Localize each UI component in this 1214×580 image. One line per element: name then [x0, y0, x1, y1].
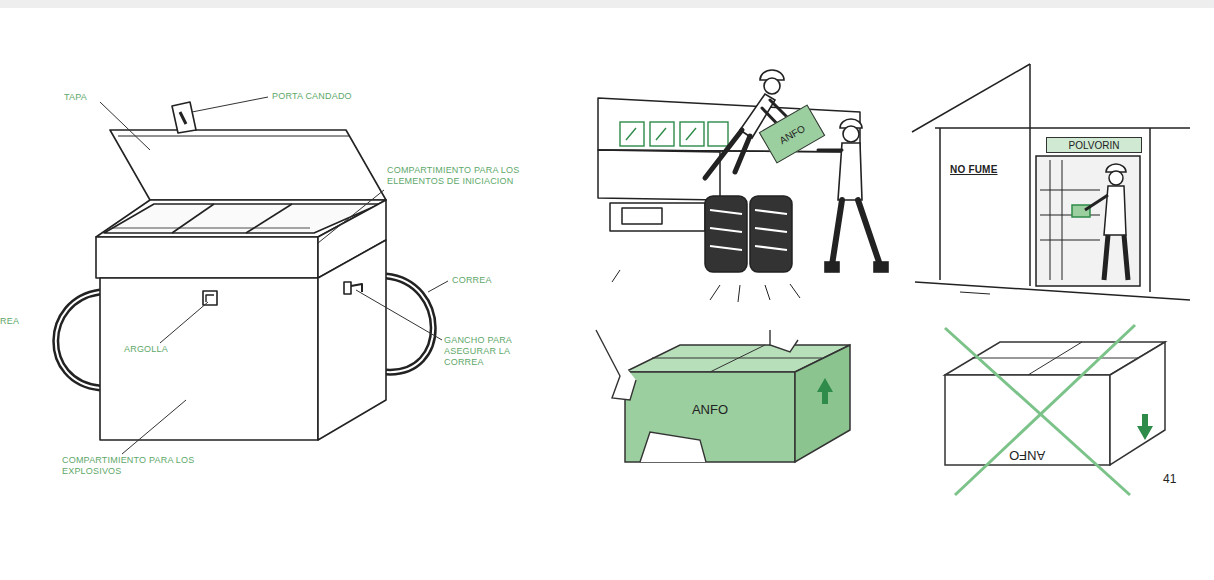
part-label: ARGOLLA — [124, 344, 204, 355]
leader-lines — [100, 97, 448, 454]
correct-box — [596, 330, 850, 462]
part-label: PORTA CANDADO — [272, 91, 402, 102]
box-face: ANFO — [945, 375, 1110, 465]
part-label: CORREA — [452, 275, 512, 286]
top-strip — [0, 0, 1214, 8]
box-text: POLVORIN — [1069, 140, 1120, 151]
part-label: REA — [0, 316, 40, 327]
cross-mark — [945, 325, 1135, 495]
sign-text: NO FUME — [950, 164, 1020, 175]
explosives-box — [56, 102, 434, 440]
truck — [598, 98, 860, 302]
box-text: ANFO — [1009, 448, 1045, 463]
box-text: ANFO — [692, 402, 728, 417]
workers — [705, 70, 888, 272]
wrong-box — [945, 342, 1165, 465]
sign-box: POLVORIN — [1046, 137, 1142, 153]
page-number: 41 — [1163, 474, 1193, 485]
part-label: COMPARTIMIENTO PARA LOS EXPLOSIVOS — [62, 455, 222, 477]
stacked-boxes — [620, 122, 728, 146]
part-label: COMPARTIMIENTO PARA LOS ELEMENTOS DE INI… — [387, 165, 547, 187]
part-label: TAPA — [64, 92, 124, 103]
box-text: ANFO — [777, 122, 807, 145]
part-label: GANCHO PARA ASEGURAR LA CORREA — [444, 335, 516, 368]
box-face: ANFO — [625, 372, 795, 462]
magazine-building — [912, 64, 1190, 300]
